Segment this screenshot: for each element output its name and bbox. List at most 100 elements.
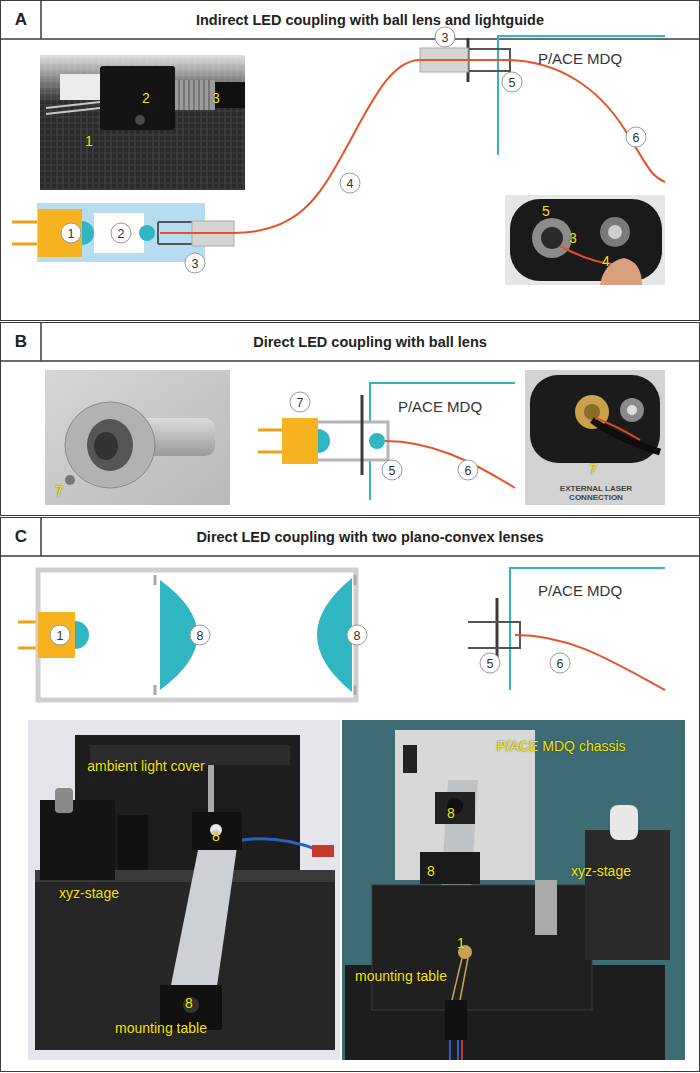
photo-label: 7 — [55, 483, 63, 499]
lens-coupler-schematic — [155, 575, 355, 695]
led-coupler-schematic — [12, 203, 234, 262]
lens-coupler-schematic — [38, 612, 75, 658]
direct-coupler-schematic — [258, 383, 515, 500]
photo-mounted-setup — [435, 792, 475, 824]
photo-port-connector — [505, 195, 665, 285]
photo-external-port — [525, 370, 665, 505]
photo-label: 3 — [569, 230, 577, 246]
photo-external-port — [584, 404, 600, 420]
photo-mounted-setup — [452, 958, 468, 1000]
instrument-port-a — [498, 36, 665, 155]
photo-panel: 7 — [46, 371, 231, 506]
photo-label: 8 — [447, 805, 455, 821]
photo-lens-setup — [55, 788, 73, 813]
photo-label: mounting table — [115, 1020, 207, 1036]
callout-number: 7 — [290, 392, 311, 413]
photo-label: xyz-stage — [59, 885, 119, 901]
photo-label: xyz-stage — [571, 863, 631, 879]
panel-header-lines — [0, 360, 700, 362]
photo-mounted-setup — [372, 885, 592, 1010]
callout-number: 3 — [435, 27, 456, 48]
photo-external-port — [525, 370, 665, 505]
photo-panel: 7EXTERNAL LASER CONNECTION — [526, 371, 666, 506]
lens-coupler-schematic — [75, 621, 89, 649]
panel-letter: B — [1, 323, 41, 361]
photo-led-holder — [175, 80, 215, 110]
photo-led-holder — [60, 74, 105, 100]
photo-lens-setup — [242, 839, 318, 850]
photo-mounted-setup — [585, 830, 670, 960]
callout-number: 6 — [626, 127, 647, 148]
callout-number: 3 — [185, 253, 206, 274]
photo-mounted-setup — [342, 720, 685, 1060]
photo-port-connector — [532, 218, 572, 258]
panel-letter: A — [1, 1, 41, 39]
instrument-port-a — [420, 60, 665, 182]
led-coupler-schematic — [94, 213, 144, 253]
callout-number: 8 — [190, 625, 211, 646]
instrument-port-c — [468, 622, 520, 648]
direct-coupler-schematic — [258, 430, 284, 452]
led-coupler-schematic — [160, 232, 233, 234]
photo-label: 8 — [212, 828, 220, 844]
photo-led-holder — [179, 80, 209, 110]
panel-header-lines — [0, 38, 700, 40]
instrument-port-c — [515, 635, 665, 690]
photo-port-connector — [505, 195, 665, 285]
panel-title: Indirect LED coupling with ball lens and… — [41, 1, 699, 39]
photo-mounted-setup — [403, 745, 417, 773]
figure-panel: AIndirect LED coupling with ball lens an… — [0, 0, 700, 321]
led-coupler-schematic — [38, 209, 82, 257]
photo-lens-setup — [168, 840, 238, 1000]
photo-label: 1 — [457, 935, 465, 951]
photo-port-connector — [600, 217, 630, 247]
photo-led-holder — [40, 55, 245, 190]
instrument-label: P/ACE MDQ — [398, 398, 482, 415]
instrument-port-c — [510, 568, 665, 690]
callout-number: 8 — [347, 625, 368, 646]
direct-coupler-schematic — [282, 418, 318, 464]
direct-coupler-schematic — [385, 441, 515, 488]
callout-number: 1 — [50, 625, 71, 646]
figure-panel: BDirect LED coupling with ball lens77EXT… — [0, 322, 700, 516]
panel-header-lines — [40, 0, 42, 39]
photo-mounted-setup — [445, 1000, 467, 1040]
photo-label: ambient light cover — [87, 758, 205, 774]
photo-led-holder — [100, 66, 175, 130]
panel-header-lines — [40, 322, 42, 361]
direct-coupler-schematic — [370, 383, 515, 500]
panel-title: Direct LED coupling with ball lens — [41, 323, 699, 361]
photo-lens-setup — [118, 815, 148, 870]
photo-label: 2 — [142, 90, 150, 106]
photo-label: EXTERNAL LASER CONNECTION — [550, 484, 642, 502]
photo-led-holder — [135, 115, 145, 125]
photo-panel: ambient light cover 8 xyz-stage 8 mounting t… — [29, 721, 341, 1061]
photo-label: 8 — [185, 995, 193, 1011]
photo-panel: P/ACE MDQ chassis88xyz-stage1mounting ta… — [343, 721, 686, 1061]
callout-number: 2 — [111, 223, 132, 244]
photo-panel: 123 — [41, 56, 246, 191]
instrument-label: P/ACE MDQ — [538, 50, 622, 67]
photo-mounted-setup — [535, 880, 557, 935]
photo-external-port — [627, 405, 637, 415]
led-coupler-schematic — [82, 221, 94, 245]
photo-lens-setup — [28, 720, 340, 1060]
photo-mounted-setup — [420, 852, 480, 884]
photo-aluminium-adapter — [65, 475, 75, 485]
photo-external-port — [595, 418, 640, 440]
instrument-port-c — [496, 598, 499, 660]
photo-aluminium-adapter — [65, 402, 155, 488]
photo-label: P/ACE MDQ chassis — [496, 738, 625, 754]
photo-mounted-setup — [461, 1040, 463, 1060]
callout-number: 5 — [382, 460, 403, 481]
callout-number: 6 — [458, 460, 479, 481]
lightguide-fiber — [233, 60, 420, 233]
panel-title: Direct LED coupling with two plano-conve… — [41, 518, 699, 556]
photo-label: 7 — [589, 461, 597, 477]
photo-lens-setup — [40, 800, 115, 880]
photo-port-connector — [510, 199, 662, 281]
panel-header-lines — [40, 517, 42, 556]
photo-led-holder — [40, 55, 245, 190]
photo-label: 3 — [212, 90, 220, 106]
photo-aluminium-adapter — [45, 370, 230, 505]
